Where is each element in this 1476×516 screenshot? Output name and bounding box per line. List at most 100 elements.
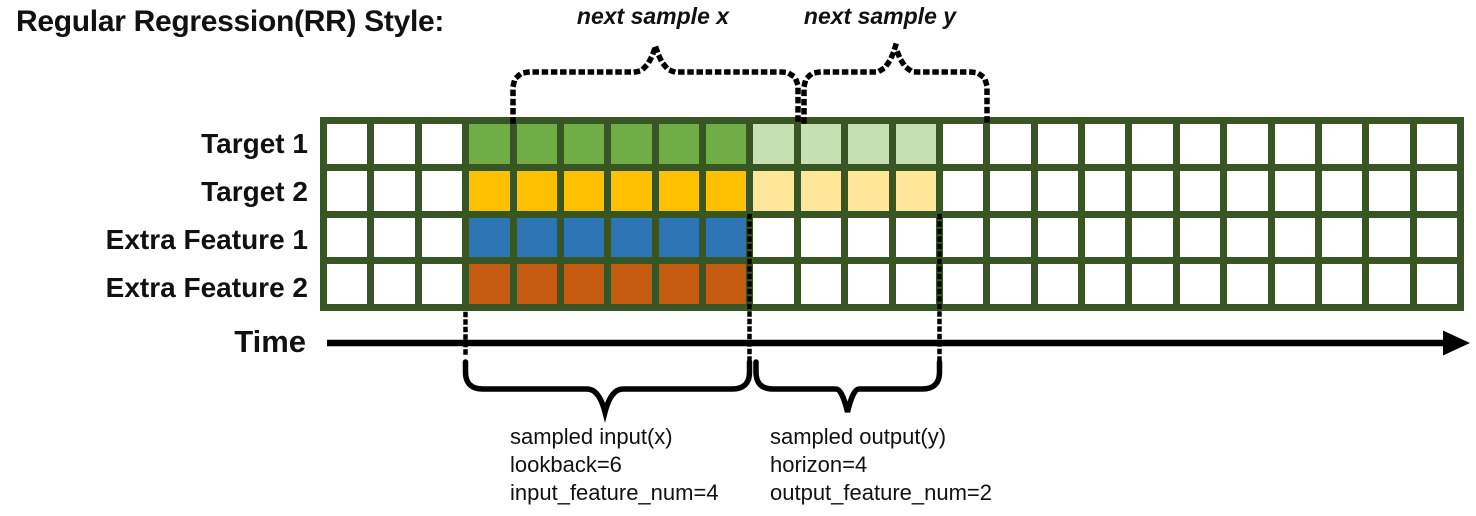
grid-cell <box>1369 124 1410 164</box>
grid-cell <box>1037 264 1078 304</box>
sampled-output-note-line: horizon=4 <box>770 452 868 477</box>
grid-cell <box>1274 170 1315 211</box>
grid-cell <box>990 217 1031 258</box>
grid-cell <box>990 264 1031 304</box>
grid-cell <box>611 217 652 258</box>
grid-cell <box>1132 264 1173 304</box>
grid-cell <box>1085 170 1126 211</box>
grid-cell <box>1179 264 1221 304</box>
next-sample-y-label: next sample y <box>803 3 957 29</box>
sampled-input-note-line: input_feature_num=4 <box>510 480 719 505</box>
grid-cell <box>1321 217 1363 258</box>
grid-cell <box>563 264 605 304</box>
time-axis-label: Time <box>234 324 306 359</box>
grid-cell <box>895 217 936 258</box>
grid-cell <box>421 170 463 211</box>
grid-cell <box>1037 124 1078 164</box>
grid-cell <box>1227 170 1268 211</box>
grid-cell <box>1132 170 1173 211</box>
grid-cell <box>1179 170 1221 211</box>
grid-cell <box>895 124 936 164</box>
grid-cell <box>848 217 889 258</box>
grid-cell <box>516 217 557 258</box>
grid-cell <box>942 170 984 211</box>
grid-cell <box>658 170 699 211</box>
grid-cell <box>1369 217 1410 258</box>
grid-cell <box>1037 170 1078 211</box>
grid-cell <box>753 170 794 211</box>
grid-cell <box>1085 124 1126 164</box>
grid-cell <box>1227 124 1268 164</box>
grid-cell <box>1179 124 1221 164</box>
grid-cell <box>990 124 1031 164</box>
grid-cell <box>942 124 984 164</box>
grid-cell <box>1369 264 1410 304</box>
grid-cell <box>1416 217 1457 258</box>
row-label-target-2: Target 2 <box>201 176 308 207</box>
grid-cell <box>327 217 368 258</box>
grid-cell <box>1416 124 1457 164</box>
grid-cell <box>706 217 747 258</box>
grid-cell <box>848 170 889 211</box>
grid-cell <box>374 217 415 258</box>
grid-cell <box>658 124 699 164</box>
grid-cell <box>516 264 557 304</box>
grid-cell <box>374 264 415 304</box>
grid-cell <box>374 124 415 164</box>
grid-cell <box>706 264 747 304</box>
grid-cell <box>563 217 605 258</box>
grid-cell <box>753 217 794 258</box>
grid-cell <box>895 170 936 211</box>
grid-cell <box>327 264 368 304</box>
grid-cell <box>1416 170 1457 211</box>
grid-cell <box>1227 217 1268 258</box>
next-sample-y-brace <box>801 36 990 124</box>
grid-cell <box>1321 170 1363 211</box>
grid-cell <box>800 124 842 164</box>
grid-cell <box>469 170 510 211</box>
grid-cell <box>1132 217 1173 258</box>
sampled-input-note-line: sampled input(x) <box>510 424 673 449</box>
grid-cell <box>753 264 794 304</box>
row-label-extra-feature-1: Extra Feature 1 <box>105 224 308 255</box>
sampled-output-brace <box>753 359 943 413</box>
grid-cell <box>1416 264 1457 304</box>
grid-cell <box>895 264 936 304</box>
time-axis-arrowhead <box>1443 330 1470 356</box>
sample-grid <box>320 117 1464 311</box>
grid-cell <box>753 124 794 164</box>
grid-cell <box>848 264 889 304</box>
grid-cell <box>469 217 510 258</box>
sampled-output-note: sampled output(y) horizon=4 output_featu… <box>770 423 992 507</box>
grid-cell <box>706 170 747 211</box>
grid-cell <box>706 124 747 164</box>
grid-cell <box>1274 217 1315 258</box>
grid-cell <box>327 124 368 164</box>
grid-cell <box>611 124 652 164</box>
sampled-input-note: sampled input(x) lookback=6 input_featur… <box>510 423 719 507</box>
grid-cell <box>563 124 605 164</box>
grid-cell <box>1321 124 1363 164</box>
grid-cell <box>1085 264 1126 304</box>
grid-cell <box>990 170 1031 211</box>
row-label-extra-feature-2: Extra Feature 2 <box>105 272 308 303</box>
grid-cell <box>469 264 510 304</box>
grid-cell <box>611 170 652 211</box>
sampled-input-brace <box>462 359 753 423</box>
grid-cell <box>1179 217 1221 258</box>
page-title: Regular Regression(RR) Style: <box>16 5 445 38</box>
grid-cell <box>516 170 557 211</box>
grid-cell <box>658 264 699 304</box>
next-sample-x-label: next sample x <box>576 3 730 29</box>
grid-cell <box>1227 264 1268 304</box>
grid-cell <box>1321 264 1363 304</box>
grid-cell <box>611 264 652 304</box>
grid-cell <box>1274 264 1315 304</box>
grid-cell <box>942 264 984 304</box>
grid-cell <box>1085 217 1126 258</box>
grid-cell <box>800 217 842 258</box>
grid-cell <box>942 217 984 258</box>
grid-cell <box>516 124 557 164</box>
grid-cell <box>374 170 415 211</box>
grid-cell <box>327 170 368 211</box>
